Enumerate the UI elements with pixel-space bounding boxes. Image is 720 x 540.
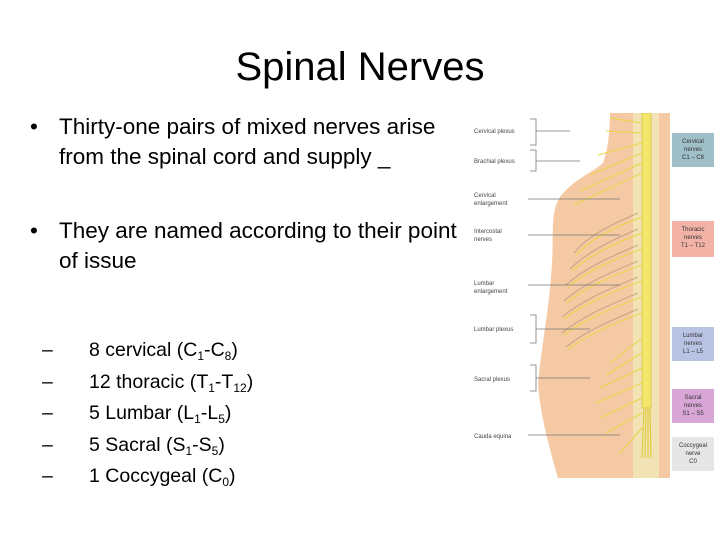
nerve-count-item: – 1 Coccygeal (C0) (42, 461, 402, 493)
svg-text:nerves: nerves (684, 403, 702, 409)
svg-text:C0: C0 (689, 459, 697, 465)
bullet-text: They are named according to their point … (59, 218, 457, 273)
nerve-count-item: – 8 cervical (C1-C8) (42, 335, 402, 367)
region-boxes: Cervical nerves C1 – C8 Thoracic nerves … (672, 133, 714, 471)
label-cervical-plexus: Cervical plexus (474, 129, 515, 135)
bullet-dot: • (30, 218, 38, 243)
cauda-equina-fibers (641, 407, 652, 459)
nerve-count-item: – 5 Sacral (S1-S5) (42, 430, 402, 462)
spinal-nerve-branches (563, 117, 643, 454)
box-lumbar (672, 327, 714, 361)
spinal-nerves-figure: Cervical plexus Brachial plexus Cervical… (470, 113, 716, 478)
svg-text:C1 – C8: C1 – C8 (682, 155, 705, 161)
label-intercostal-nerves: Intercostal (474, 229, 502, 235)
sub-dash: – (42, 465, 53, 487)
svg-text:T1 – T12: T1 – T12 (681, 243, 706, 249)
label-intercostal-nerves-2: nerves (474, 237, 492, 243)
label-cervical-enlargement: Cervical (474, 193, 496, 199)
sub-dash: – (42, 339, 53, 361)
nerve-count-item: – 5 Lumbar (L1-L5) (42, 398, 402, 430)
nerve-count-list: – 8 cervical (C1-C8) – 12 thoracic (T1-T… (42, 335, 402, 493)
svg-text:nerves: nerves (684, 341, 702, 347)
label-brackets (528, 118, 620, 436)
svg-text:Lumbar: Lumbar (683, 333, 703, 339)
bullet-list: • Thirty-one pairs of mixed nerves arise… (30, 112, 460, 276)
label-brachial-plexus: Brachial plexus (474, 159, 515, 165)
intercostal-nerves (561, 212, 639, 348)
bullet-text: Thirty-one pairs of mixed nerves arise f… (59, 114, 436, 169)
svg-text:Cervical: Cervical (682, 139, 704, 145)
bullet-dot: • (30, 114, 38, 139)
svg-text:L1 – L5: L1 – L5 (683, 349, 704, 355)
bullet-item: • They are named according to their poin… (30, 216, 460, 276)
left-labels: Cervical plexus Brachial plexus Cervical… (474, 129, 515, 440)
label-lumbar-plexus: Lumbar plexus (474, 327, 513, 333)
box-sacral (672, 389, 714, 423)
sub-dash: – (42, 433, 53, 456)
svg-text:S1 – S5: S1 – S5 (682, 411, 704, 417)
svg-text:Sacral: Sacral (684, 395, 701, 401)
label-sacral-plexus: Sacral plexus (474, 377, 510, 383)
svg-text:Thoracic: Thoracic (681, 227, 704, 233)
sub-dash: – (42, 402, 53, 424)
spinal-cord (641, 113, 652, 409)
nerve-count-item: – 12 thoracic (T1-T12) (42, 367, 402, 399)
label-cervical-enlargement-2: enlargement (474, 201, 508, 207)
sub-dash: – (42, 370, 53, 393)
label-cauda-equina: Cauda equina (474, 434, 512, 440)
svg-text:nerves: nerves (684, 235, 702, 241)
svg-text:Coccygeal: Coccygeal (679, 443, 707, 449)
bullet-item: • Thirty-one pairs of mixed nerves arise… (30, 112, 460, 172)
spinal-anatomy-illustration: Cervical plexus Brachial plexus Cervical… (474, 113, 714, 478)
box-thoracic (672, 221, 714, 257)
svg-text:nerve: nerve (685, 451, 701, 457)
box-coccygeal (672, 437, 714, 471)
slide-title: Spinal Nerves (235, 45, 485, 89)
label-lumbar-enlargement: Lumbar (474, 281, 494, 287)
label-lumbar-enlargement-2: enlargement (474, 289, 508, 295)
svg-text:nerves: nerves (684, 147, 702, 153)
box-cervical (672, 133, 714, 167)
